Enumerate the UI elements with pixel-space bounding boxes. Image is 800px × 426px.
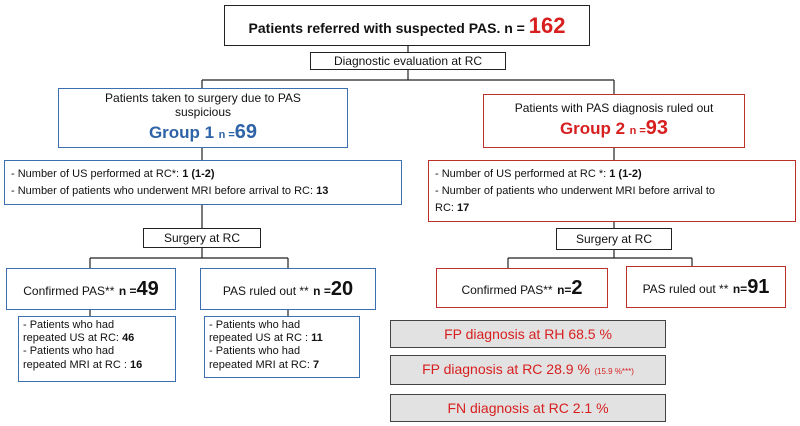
group-1-us-count-value: 1 (1-2) [182, 168, 215, 180]
group-1-description-line1: Patients taken to surgery due to PAS [105, 90, 301, 105]
group-2-n-prefix: n = [629, 125, 646, 138]
group-1-description-line2: suspicious [174, 104, 232, 119]
group-2-mri-count-label-cont: RC: [435, 202, 454, 215]
group-1-mri-count-row: - Number of patients who underwent MRI b… [11, 183, 395, 200]
group-2-ruled-out-label: PAS ruled out ** [642, 281, 729, 296]
group-1-count: 69 [234, 121, 258, 144]
group-1-confirmed-box: Confirmed PAS** n =49 [6, 268, 176, 310]
group-1-surgery-box: Surgery at RC [143, 228, 261, 248]
referred-patients-count: 162 [528, 12, 566, 38]
group-1-confirmed-count: 49 [136, 277, 159, 300]
diagnostic-evaluation-label: Diagnostic evaluation at RC [333, 54, 483, 68]
fn-diagnosis-rc-box: FN diagnosis at RC 2.1 % [390, 394, 666, 422]
group-1-confirmed-label: Confirmed PAS** [23, 283, 115, 298]
fp-diagnosis-rc-box: FP diagnosis at RC 28.9 % (15.9 %***) [390, 355, 666, 385]
ruled-out-repeated-us-value: 11 [311, 332, 323, 345]
confirmed-repeated-mri-row: - Patients who had repeated MRI at RC : … [23, 345, 171, 371]
group-1-ruled-out-label: PAS ruled out ** [222, 283, 309, 298]
group-2-mri-count-row: - Number of patients who underwent MRI b… [435, 183, 789, 200]
group-1-ruled-out-n-prefix: n = [313, 283, 331, 298]
group-2-description: Patients with PAS diagnosis ruled out [514, 100, 714, 115]
confirmed-repeated-mri-label: - Patients who had [23, 345, 115, 358]
group-2-box: Patients with PAS diagnosis ruled out Gr… [483, 94, 745, 148]
group-2-us-count-value: 1 (1-2) [609, 168, 642, 180]
ruled-out-repeated-us-label-cont: repeated US at RC : [209, 332, 309, 345]
fp-diagnosis-rc-label: FP diagnosis at RC 28.9 % [422, 361, 590, 377]
fp-diagnosis-rc-note: (15.9 %***) [594, 367, 634, 376]
confirmed-repeated-mri-value: 16 [130, 358, 143, 371]
confirmed-repeated-mri-label-cont: repeated MRI at RC : [23, 358, 127, 371]
referred-patients-box: Patients referred with suspected PAS. n … [224, 5, 590, 46]
group-2-details-box: - Number of US performed at RC *: 1 (1-2… [428, 160, 796, 222]
group-2-mri-count-value: 17 [457, 202, 470, 215]
group-1-box: Patients taken to surgery due to PAS sus… [58, 88, 348, 148]
group-2-title: Group 2 [559, 119, 626, 139]
group-1-ruled-out-box: PAS ruled out ** n =20 [200, 268, 376, 310]
group-2-confirmed-label: Confirmed PAS** [461, 282, 553, 297]
group-2-confirmed-count: 2 [571, 276, 583, 299]
group-1-mri-count-label: - Number of patients who underwent MRI b… [11, 185, 314, 198]
group-1-confirmed-n-prefix: n = [118, 283, 137, 298]
group-1-confirmed-details-box: - Patients who had repeated US at RC: 46… [18, 316, 176, 382]
confirmed-repeated-us-label: - Patients who had [23, 319, 115, 331]
group-2-count: 93 [645, 117, 669, 140]
fn-diagnosis-rc-label: FN diagnosis at RC 2.1 % [447, 400, 609, 416]
ruled-out-repeated-mri-value: 7 [312, 358, 320, 371]
confirmed-repeated-us-label-cont: repeated US at RC: [23, 332, 119, 345]
group-1-ruled-out-count: 20 [330, 277, 354, 300]
group-1-ruled-out-details-box: - Patients who had repeated US at RC : 1… [204, 316, 360, 378]
group-2-ruled-out-n-prefix: n= [732, 281, 748, 296]
ruled-out-repeated-mri-label: - Patients who had [209, 345, 301, 358]
group-1-mri-count-value: 13 [316, 185, 329, 198]
fp-diagnosis-rh-box: FP diagnosis at RH 68.5 % [390, 320, 666, 348]
ruled-out-repeated-mri-label-cont: repeated MRI at RC: [209, 358, 310, 371]
confirmed-repeated-us-value: 46 [122, 332, 135, 345]
group-1-surgery-label: Surgery at RC [163, 231, 241, 245]
group-2-surgery-label: Surgery at RC [575, 232, 653, 246]
group-2-ruled-out-count: 91 [747, 275, 770, 298]
group-2-confirmed-box: Confirmed PAS** n=2 [436, 268, 608, 308]
diagnostic-evaluation-box: Diagnostic evaluation at RC [310, 52, 506, 70]
group-2-mri-count-label: - Number of patients who underwent MRI b… [435, 185, 716, 198]
group-2-us-count-label: - Number of US performed at RC *: [435, 168, 607, 180]
group-2-ruled-out-box: PAS ruled out ** n=91 [626, 266, 786, 308]
group-2-surgery-box: Surgery at RC [556, 228, 672, 250]
group-2-mri-count-row-cont: RC: 17 [435, 200, 789, 217]
confirmed-repeated-us-row: - Patients who had repeated US at RC: 46 [23, 319, 171, 345]
referred-patients-label: Patients referred with suspected PAS. n … [248, 19, 525, 36]
group-2-confirmed-n-prefix: n= [557, 282, 572, 297]
ruled-out-repeated-us-label: - Patients who had [209, 319, 301, 331]
group-1-details-box: - Number of US performed at RC*: 1 (1-2)… [4, 160, 402, 205]
group-1-title: Group 1 [148, 123, 215, 143]
group-1-us-count-label: - Number of US performed at RC*: [11, 168, 180, 180]
group-1-us-count-row: - Number of US performed at RC*: 1 (1-2) [11, 166, 395, 183]
ruled-out-repeated-mri-row: - Patients who had repeated MRI at RC: 7 [209, 345, 355, 371]
group-1-n-prefix: n = [218, 129, 235, 142]
fp-diagnosis-rh-label: FP diagnosis at RH 68.5 % [444, 326, 612, 342]
group-2-us-count-row: - Number of US performed at RC *: 1 (1-2… [435, 166, 789, 183]
ruled-out-repeated-us-row: - Patients who had repeated US at RC : 1… [209, 319, 355, 345]
